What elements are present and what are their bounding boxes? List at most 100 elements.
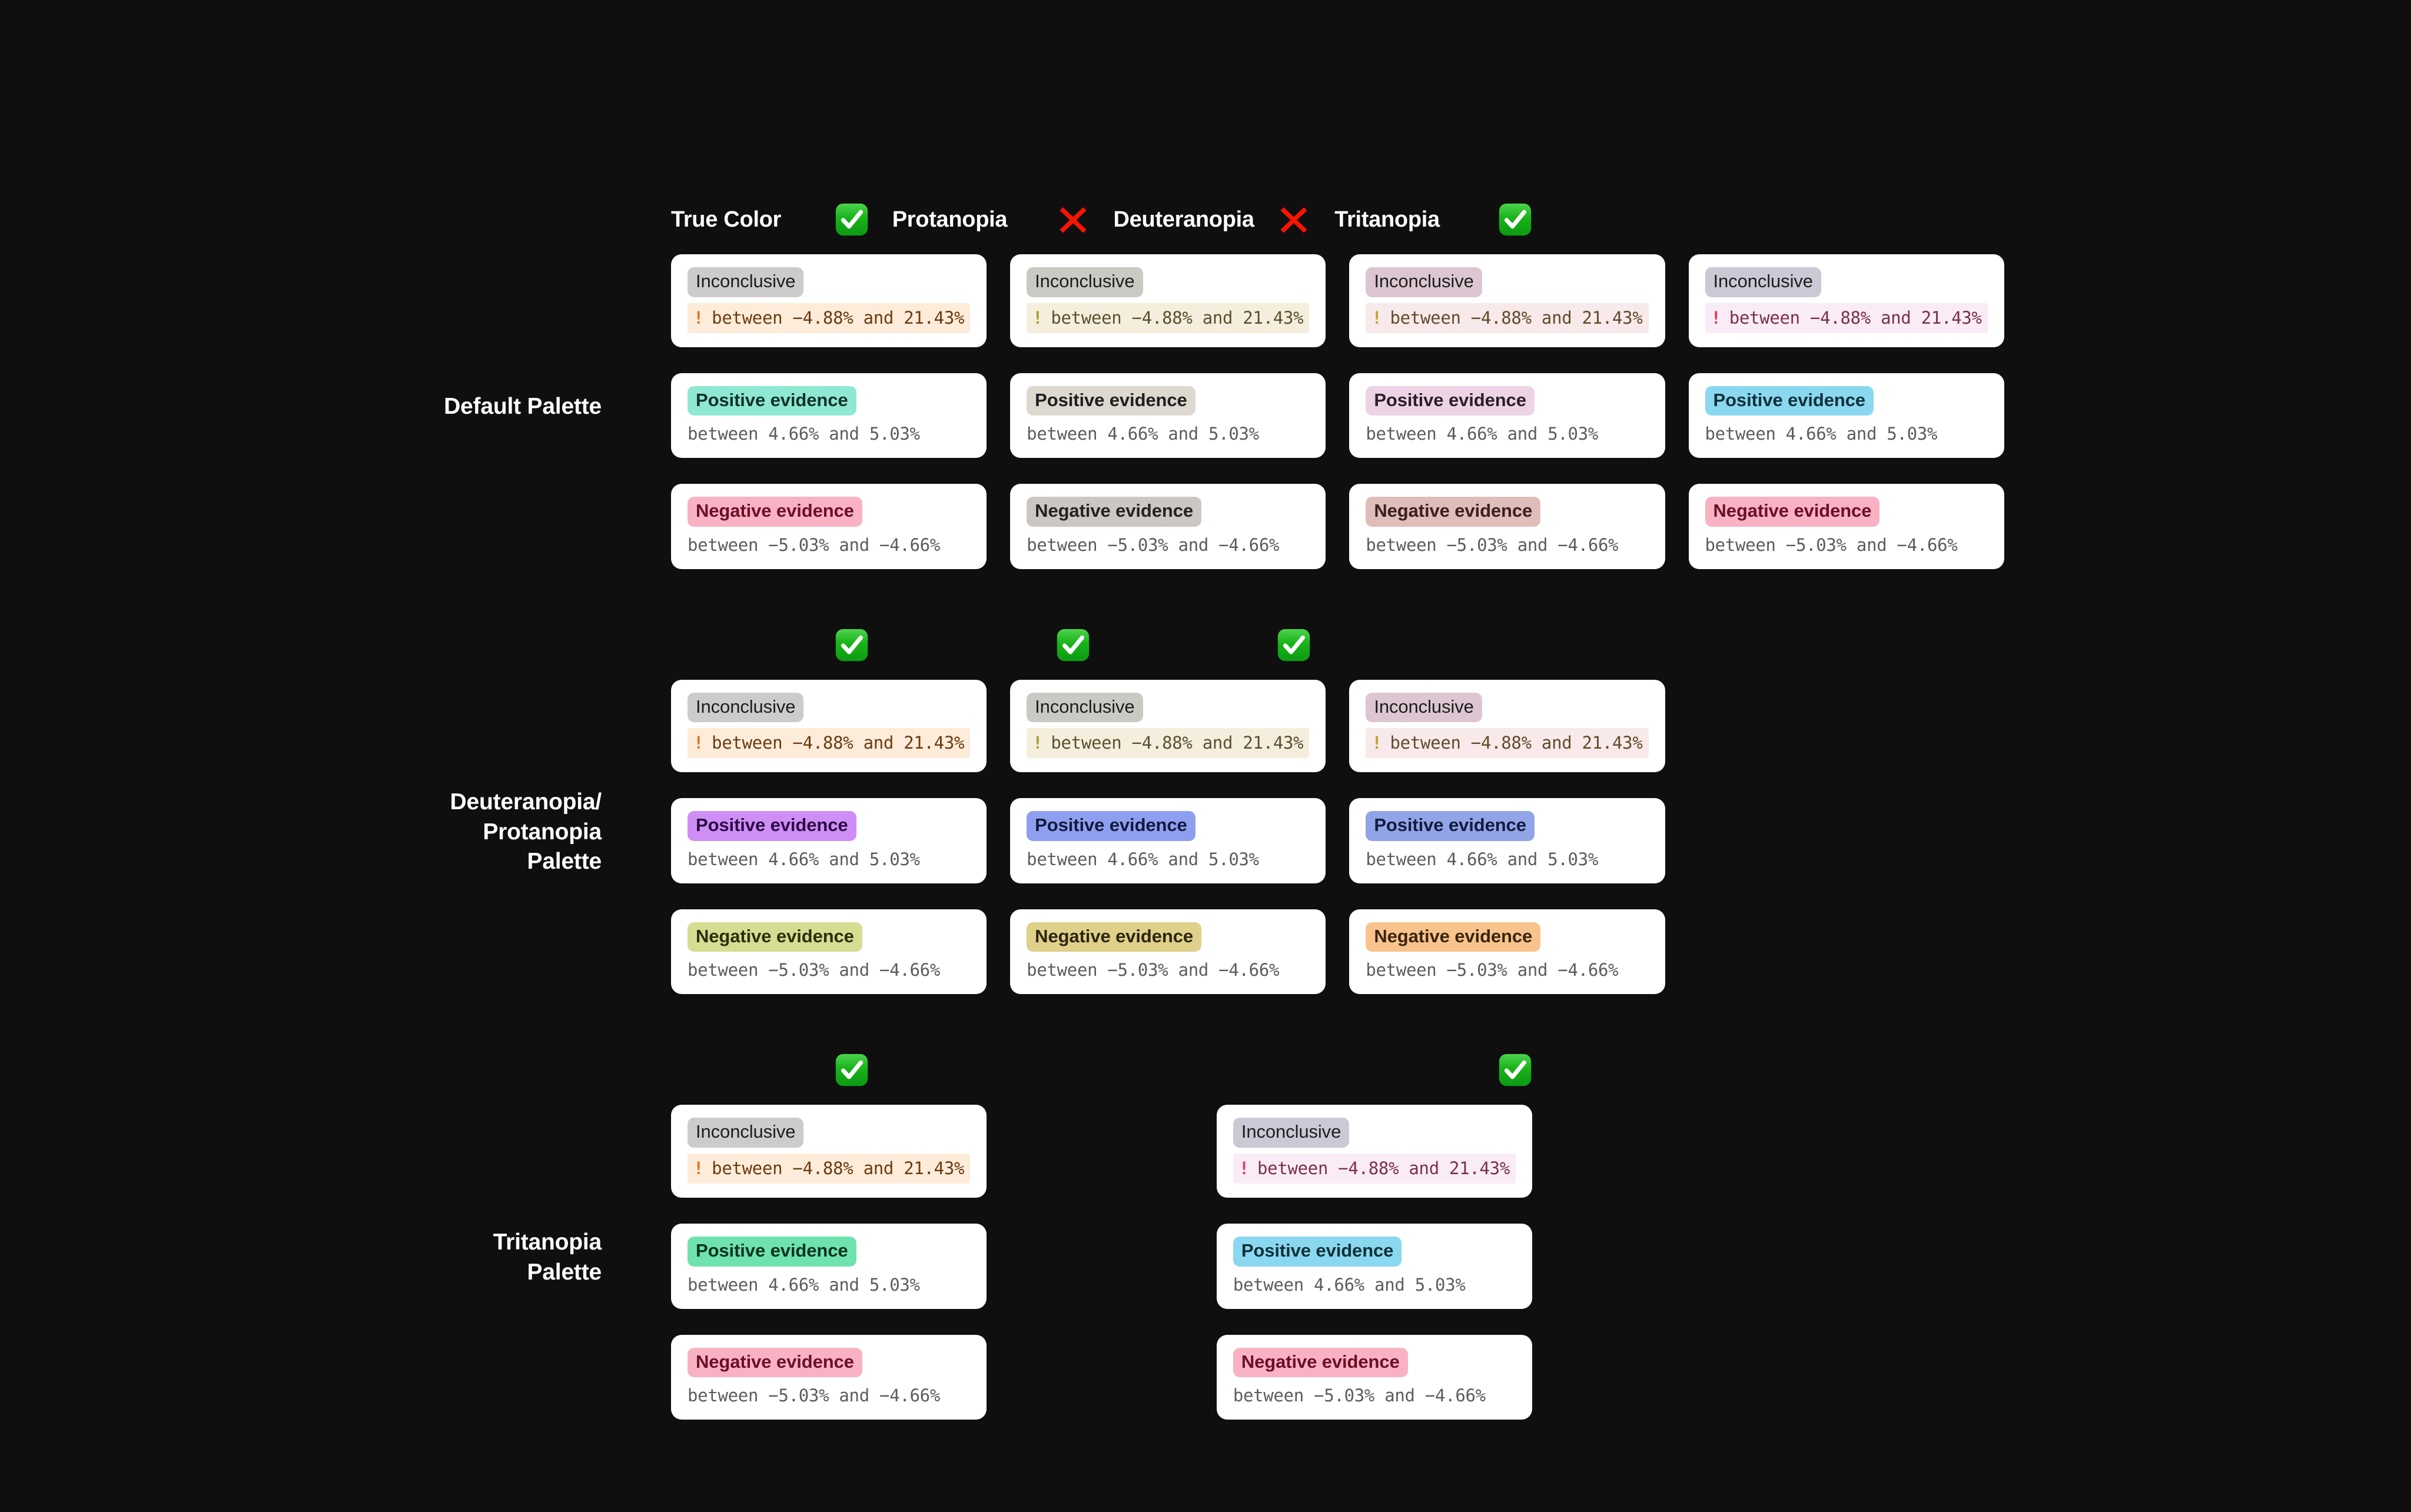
status-empty: [1277, 1053, 1311, 1087]
positive-range: between 4.66% and 5.03%: [688, 1274, 920, 1295]
status-empty: [1498, 628, 1532, 662]
negative-evidence-card[interactable]: Negative evidence between −5.03% and −4.6…: [671, 1334, 987, 1420]
status-slot-2-0: [671, 1045, 869, 1095]
card-stack-1-0: Inconclusive!between −4.88% and 21.43% Po…: [671, 670, 987, 995]
inconclusive-range: !between −4.88% and 21.43%: [688, 303, 971, 333]
inconclusive-range: !between −4.88% and 21.43%: [1705, 303, 1988, 333]
positive-range: between 4.66% and 5.03%: [1027, 424, 1259, 444]
column-title: Tritanopia: [1334, 207, 1440, 232]
positive-evidence-badge: Positive evidence: [688, 811, 856, 841]
inconclusive-card[interactable]: Inconclusive!between −4.88% and 21.43%: [1349, 679, 1665, 773]
positive-evidence-badge: Positive evidence: [1366, 811, 1535, 841]
card-stack-2-0: Inconclusive!between −4.88% and 21.43% Po…: [671, 1095, 987, 1420]
positive-evidence-badge: Positive evidence: [688, 386, 856, 416]
column-status-icon: [1056, 202, 1090, 237]
status-strip-row-2: [436, 1045, 2025, 1095]
inconclusive-badge: Inconclusive: [1366, 267, 1482, 297]
inconclusive-card[interactable]: Inconclusive!between −4.88% and 21.43%: [1010, 679, 1326, 773]
card-stack-2-1: [1010, 1095, 1090, 1420]
negative-range: between −5.03% and −4.66%: [688, 960, 940, 981]
inconclusive-card[interactable]: Inconclusive!between −4.88% and 21.43%: [1688, 254, 2004, 347]
negative-range: between −5.03% and −4.66%: [688, 534, 940, 555]
card-stack-0-1: Inconclusive!between −4.88% and 21.43% Po…: [1010, 245, 1326, 569]
positive-range: between 4.66% and 5.03%: [1027, 849, 1259, 869]
negative-range: between −5.03% and −4.66%: [688, 1385, 940, 1406]
negative-range: between −5.03% and −4.66%: [1705, 534, 1958, 555]
positive-range: between 4.66% and 5.03%: [1366, 849, 1599, 869]
inconclusive-card[interactable]: Inconclusive!between −4.88% and 21.43%: [1349, 254, 1665, 347]
positive-evidence-card[interactable]: Positive evidence between 4.66% and 5.03%: [671, 373, 987, 458]
status-slot-2-3: [1334, 1045, 1532, 1095]
inconclusive-badge: Inconclusive: [688, 1118, 804, 1148]
inconclusive-range: !between −4.88% and 21.43%: [1233, 1154, 1516, 1184]
card-stack-2-2: [1114, 1095, 1193, 1420]
column-status-icon: [835, 202, 869, 237]
inconclusive-card[interactable]: Inconclusive!between −4.88% and 21.43%: [671, 1105, 987, 1198]
column-header-0: True Color: [671, 194, 869, 245]
warning-bang-icon: !: [693, 307, 704, 328]
negative-evidence-badge: Negative evidence: [1366, 497, 1541, 527]
negative-range: between −5.03% and −4.66%: [1233, 1385, 1486, 1406]
inconclusive-badge: Inconclusive: [688, 692, 804, 723]
card-placeholder: [1114, 1200, 1193, 1270]
check-mark-button-icon: [1499, 203, 1532, 236]
positive-range: between 4.66% and 5.03%: [1705, 424, 1938, 444]
column-title: Protanopia: [892, 207, 1008, 232]
warning-bang-icon: !: [1032, 307, 1043, 328]
negative-range: between −5.03% and −4.66%: [1366, 960, 1619, 981]
positive-evidence-card[interactable]: Positive evidence between 4.66% and 5.03%: [1349, 373, 1665, 458]
warning-bang-icon: !: [1711, 307, 1721, 328]
row-columns-1: Inconclusive!between −4.88% and 21.43% Po…: [671, 670, 1665, 995]
card-stack-2-3: Inconclusive!between −4.88% and 21.43% Po…: [1216, 1095, 1532, 1420]
status-slot-2-1: [892, 1045, 1090, 1095]
card-placeholder: [1114, 1295, 1193, 1365]
inconclusive-card[interactable]: Inconclusive!between −4.88% and 21.43%: [671, 254, 987, 347]
warning-bang-icon: !: [1371, 733, 1382, 753]
row-columns-0: Inconclusive!between −4.88% and 21.43%Po…: [671, 245, 2004, 569]
inconclusive-card[interactable]: Inconclusive!between −4.88% and 21.43%: [1216, 1105, 1532, 1198]
positive-range: between 4.66% and 5.03%: [688, 424, 920, 444]
positive-range: between 4.66% and 5.03%: [1233, 1274, 1466, 1295]
negative-evidence-badge: Negative evidence: [688, 922, 862, 952]
row-gap: [436, 994, 2025, 1045]
column-status-icon: [1277, 202, 1311, 237]
check-mark-button-icon: [835, 629, 868, 661]
warning-bang-icon: !: [1032, 733, 1043, 753]
inconclusive-card[interactable]: Inconclusive!between −4.88% and 21.43%: [1010, 254, 1326, 347]
status-slot-2-2: [1114, 1045, 1311, 1095]
positive-evidence-card[interactable]: Positive evidence between 4.66% and 5.03%: [1010, 798, 1326, 883]
inconclusive-card[interactable]: Inconclusive!between −4.88% and 21.43%: [671, 679, 987, 773]
positive-evidence-badge: Positive evidence: [1027, 386, 1195, 416]
row-label-0: Default Palette: [444, 394, 602, 420]
negative-evidence-badge: Negative evidence: [688, 1347, 862, 1378]
positive-range: between 4.66% and 5.03%: [1366, 424, 1599, 444]
column-title: True Color: [671, 207, 782, 232]
negative-evidence-card[interactable]: Negative evidence between −5.03% and −4.6…: [671, 909, 987, 995]
status-slot-1-3: [1334, 620, 1532, 670]
check-mark-button-icon: [1278, 629, 1310, 661]
card-placeholder: [1689, 775, 1722, 845]
warning-bang-icon: !: [1238, 1158, 1249, 1179]
positive-evidence-badge: Positive evidence: [1027, 811, 1195, 841]
inconclusive-badge: Inconclusive: [1027, 267, 1143, 297]
inconclusive-badge: Inconclusive: [1027, 692, 1143, 723]
positive-evidence-card[interactable]: Positive evidence between 4.66% and 5.03%: [1349, 798, 1665, 883]
negative-range: between −5.03% and −4.66%: [1027, 534, 1280, 555]
positive-evidence-badge: Positive evidence: [1366, 386, 1535, 416]
card-placeholder: [1689, 680, 1722, 749]
positive-evidence-card[interactable]: Positive evidence between 4.66% and 5.03%: [1010, 373, 1326, 458]
column-header-1: Protanopia: [892, 194, 1090, 245]
